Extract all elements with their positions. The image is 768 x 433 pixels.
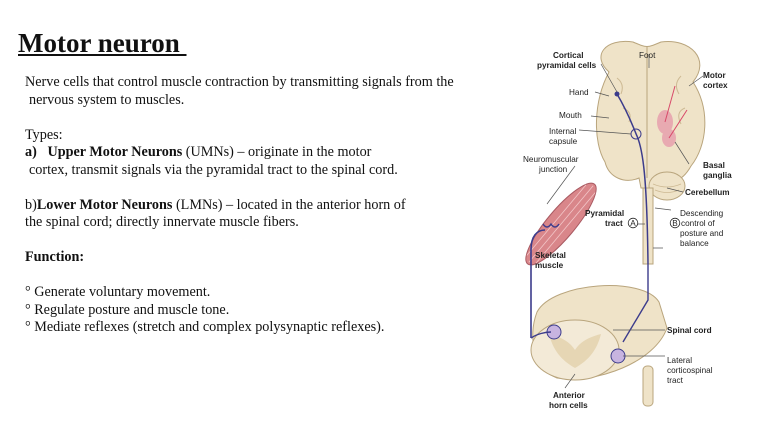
marker-a: A <box>630 219 636 228</box>
intro-line-2: nervous system to muscles. <box>29 91 185 108</box>
label-nmj-2: junction <box>538 165 568 174</box>
label-pyramidal-2: tract <box>605 219 623 228</box>
type-b-term: Lower Motor Neurons <box>36 196 173 213</box>
type-a-prefix: a) <box>25 144 37 160</box>
lower-cord <box>642 365 654 407</box>
nerve-to-muscle <box>530 229 546 338</box>
function-item-3: ° Mediate reflexes (stretch and complex … <box>25 319 385 335</box>
cord-fibers <box>530 264 649 343</box>
upper-motor-pathway <box>616 93 649 265</box>
type-a-rest: (UMNs) – originate in the motor <box>182 144 372 160</box>
label-desc-1: Descending <box>680 209 724 218</box>
label-hand: Hand <box>569 88 589 97</box>
label-desc-4: balance <box>680 239 709 248</box>
marker-b: B <box>672 219 678 228</box>
label-basal-1: Basal <box>703 161 725 170</box>
type-b: b)Lower Motor Neurons (LMNs) – located i… <box>25 197 495 215</box>
body-text: Nerve cells that control muscle contract… <box>25 74 495 337</box>
type-b-prefix: b) <box>25 196 37 213</box>
label-cortical-2: pyramidal cells <box>537 61 597 70</box>
label-cerebellum: Cerebellum <box>685 188 730 197</box>
lower-leader-lines <box>564 329 665 389</box>
marker-b-circle <box>669 217 681 229</box>
label-internal-1: Internal <box>549 127 576 136</box>
label-anterior-1: Anterior <box>553 391 586 400</box>
type-b-line-2: the spinal cord; directly innervate musc… <box>25 214 299 230</box>
label-skeletal-1: Skeletal <box>535 251 566 260</box>
label-desc-3: posture and <box>680 229 724 238</box>
anterior-horn-cell-right <box>610 348 626 364</box>
marker-a-circle <box>627 217 639 229</box>
pathway-diagram: Cortical pyramidal cells Foot Motor cort… <box>523 40 732 410</box>
page-title: Motor neuron <box>18 28 187 58</box>
label-lateral-1: Lateral <box>667 356 692 365</box>
type-a-term: Upper Motor Neurons <box>47 144 183 160</box>
brain-gyri <box>616 75 686 125</box>
motor-pathway-illustration: Cortical pyramidal cells Foot Motor cort… <box>505 38 763 423</box>
cerebellum-shape <box>648 171 686 201</box>
label-internal-2: capsule <box>549 137 578 146</box>
motor-fibers <box>664 85 688 139</box>
brain-section <box>596 40 706 189</box>
type-a-line-2: cortex, transmit signals via the pyramid… <box>29 161 398 178</box>
skeletal-muscle-shape <box>525 182 597 266</box>
label-anterior-2: horn cells <box>549 401 588 410</box>
gray-matter <box>549 334 601 368</box>
label-motor-1: Motor <box>703 71 727 80</box>
label-cortical-1: Cortical <box>553 51 583 60</box>
nmj-terminal <box>542 222 560 228</box>
function-item-2: ° Regulate posture and muscle tone. <box>25 301 230 318</box>
label-lateral-2: corticospinal <box>667 366 713 375</box>
leader-lines <box>546 54 704 249</box>
label-skeletal-2: muscle <box>535 261 564 270</box>
type-b-rest: (LMNs) – located in the anterior horn of <box>172 196 406 213</box>
label-desc-2: control of <box>681 219 715 228</box>
type-a: a) Upper Motor Neurons (UMNs) – originat… <box>25 144 495 162</box>
label-spinal-cord: Spinal cord <box>667 326 712 335</box>
label-basal-2: ganglia <box>703 171 732 180</box>
function-heading: Function: <box>25 249 85 265</box>
label-nmj-1: Neuromuscular <box>523 155 579 164</box>
label-motor-2: cortex <box>703 81 728 90</box>
function-item-1: ° Generate voluntary movement. <box>25 284 211 300</box>
label-foot: Foot <box>639 51 656 60</box>
label-pyramidal-1: Pyramidal <box>585 209 624 218</box>
intro-line-1: Nerve cells that control muscle contract… <box>25 74 454 90</box>
label-lateral-3: tract <box>667 376 684 385</box>
label-mouth: Mouth <box>559 111 582 120</box>
types-heading: Types: <box>25 126 63 143</box>
